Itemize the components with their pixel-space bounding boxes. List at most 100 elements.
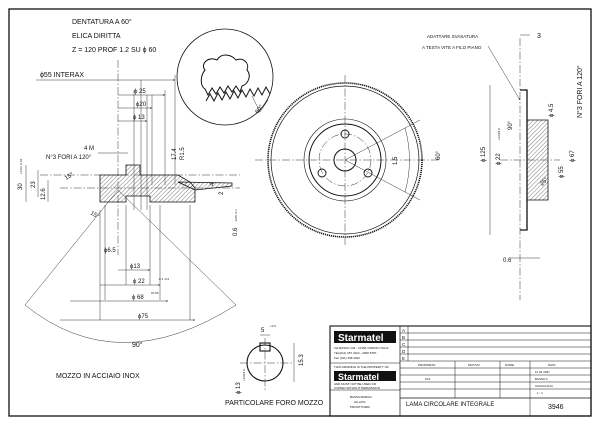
dim-d75: ϕ75 [138, 314, 149, 320]
dim-d22-right: ϕ 22 [496, 153, 502, 165]
angle-90-right: 90° [508, 120, 514, 130]
arc-90 [24, 304, 237, 343]
side-view: ADATTARE SVASATURA A TESTA VITE A FILO P… [422, 33, 584, 300]
dim-r1-5: R1.5 [180, 147, 186, 160]
small-1: BASSA BORGO [350, 395, 373, 399]
gear-note-1: DENTATURA A 60° [72, 18, 132, 26]
dim-12-6: 12.6 [41, 188, 47, 200]
hub-material-label: MOZZO IN ACCIAIO INOX [56, 373, 140, 380]
dim-1-5: 1.5 [393, 156, 399, 165]
dim-d68-tol: ±0.05 [151, 291, 159, 295]
bolt-hole-2 [317, 168, 327, 178]
hole-detail-label: PARTICOLARE FORO MOZZO [225, 400, 324, 407]
angle-60-front: 60° [436, 150, 442, 160]
scale: 1 : 1 [537, 391, 543, 395]
countersink-note-2: A TESTA VITE A FILO PIANO [422, 45, 482, 50]
company-line-3: Fax (011) 308 4922 [334, 356, 360, 360]
dim-17-4: 17.4 [172, 148, 178, 160]
title-block: Starmatel Via BASSO 136 - 10156 TORINO I… [329, 325, 592, 417]
blade-outer [270, 85, 420, 235]
company-line-2: TEL(011) 257 4222 - 2830 8787 [334, 351, 377, 355]
dim-interax: ϕ55 INTERAX [40, 72, 84, 79]
drawn-by: BASSO F. [535, 377, 549, 381]
rev-c: C [402, 342, 406, 347]
dim-d13-bot: ϕ13 [130, 264, 141, 270]
dim-3: 3 [537, 33, 541, 40]
blade-teeth [267, 82, 423, 238]
drawing-number: 3946 [548, 404, 564, 411]
logo-text: Starmatel [338, 333, 384, 344]
dim-d22-bot: ϕ 22 [133, 279, 145, 285]
rev-a: A [402, 328, 405, 333]
dim-4: 4 [210, 182, 216, 186]
dim-d25: ϕ 25 [134, 89, 146, 95]
col-proprieta: PROPRIETA' [418, 363, 436, 367]
angle-15-b: 15° [89, 211, 100, 221]
tooth-row [205, 85, 271, 103]
dim-d55: ϕ 55 [559, 166, 565, 178]
company-logo-2 [334, 371, 396, 381]
dim-h5-tol: +0 0 [270, 324, 276, 328]
material: CIALDA ALM. [535, 384, 554, 388]
angle-60-detail: 60° [255, 104, 265, 115]
hole-detail: 5 +0 0 15.3 ϕ 13 +0.018 0 PARTICOLARE FO… [225, 324, 324, 407]
property-line-1: THIS DRAWING IS THE PROPERTY OF [334, 365, 389, 369]
property-line-2: AND MUST NOT BE USED OR [334, 382, 377, 386]
detail-circle [176, 28, 274, 126]
dim-4m: 4 M [84, 146, 94, 152]
dim-0-6-right: 0.6 [503, 258, 512, 264]
holes-120-right: N°3 FORI A 120° [576, 65, 584, 118]
dim-d68: ϕ 68 [132, 295, 144, 301]
dim-d125: ϕ 125 [481, 146, 487, 162]
rev-d: D [402, 349, 406, 354]
hub-flange [308, 123, 382, 197]
dim-d20: ϕ20 [136, 102, 147, 108]
rev-b: B [402, 335, 405, 340]
dim-30-tol: +0.03 -0.01 [19, 158, 23, 174]
angle-15-a: 15° [64, 172, 75, 182]
col-motivo: MOTIVO [468, 363, 480, 367]
col-nome: NOME [505, 363, 514, 367]
dim-h5: 5 [261, 328, 265, 334]
dim-h13: ϕ 13 [236, 382, 242, 394]
bolt-hole-1 [340, 129, 350, 139]
grade-k10: K10 [425, 377, 431, 381]
dim-d6-5: ϕ6.5 [104, 248, 116, 254]
gear-notes: DENTATURA A 60° ELICA DIRITTA Z = 120 PR… [72, 18, 156, 54]
gear-note-2: ELICA DIRITTA [72, 33, 121, 40]
tooth-angle-lines [251, 95, 269, 113]
section-view: ϕ55 INTERAX ϕ 25 ϕ20 ϕ 13 4 M N°3 FORI A… [18, 60, 240, 380]
col-data: DATA [548, 363, 556, 367]
company-logo [334, 331, 396, 343]
blade-inner-ring [303, 118, 387, 202]
angle-90-bot: 90° [132, 341, 143, 349]
dim-h13-tol: +0.018 0 [242, 369, 246, 381]
dim-d67: ϕ 67 [570, 150, 576, 162]
dim-0-6-left: 0.6 [233, 227, 239, 236]
countersink-note-1: ADATTARE SVASATURA [427, 34, 478, 39]
dim-d4-5: ϕ 4.5 [549, 103, 555, 117]
drawing-date: 11 04 1997 [535, 370, 550, 374]
gear-note-3: Z = 120 PROF 1.2 SU ϕ 60 [72, 47, 156, 54]
holes-120-left: N°3 FORI A 120° [46, 155, 92, 161]
property-line-3: COPIED WITHOUT PERMISSION [334, 386, 380, 390]
bolt-hole-3 [363, 168, 373, 178]
drawing-title: LAMA CIRCOLARE INTEGRALE [406, 402, 494, 408]
dim-d22-bot-tol: -0.1 -0.2 [158, 277, 170, 281]
dim-0-6-tol: -0.05 -0.1 [234, 209, 238, 222]
rev-e: E [402, 356, 405, 361]
tooth-profile [200, 54, 250, 97]
dim-30: 30 [18, 183, 24, 190]
hole-circle [318, 133, 372, 187]
logo-text-2: Starmatel [338, 372, 379, 382]
dim-d13-top: ϕ 13 [133, 115, 145, 121]
dim-d22-right-tol: +0.028 0 [497, 128, 501, 140]
center-bore [333, 148, 357, 172]
dim-23: 23 [31, 181, 37, 188]
tooth-detail: 60° [176, 28, 274, 126]
sheet-border [8, 8, 592, 417]
small-2: GILLIPS [354, 400, 365, 404]
dim-h15-3: 15.3 [299, 354, 305, 366]
